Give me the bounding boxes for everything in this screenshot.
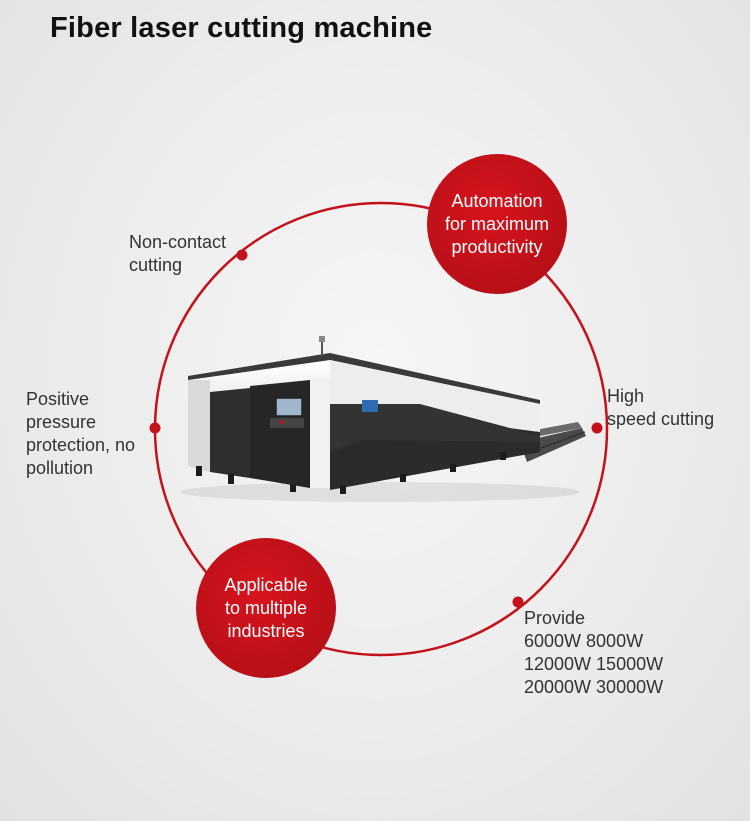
- positive-pressure-line2: pressure: [26, 412, 97, 432]
- power-line4: 20000W 30000W: [524, 677, 664, 697]
- non-contact-label: Non-contact cutting: [129, 231, 226, 277]
- applicable-bubble-text: Applicable to multiple industries: [196, 574, 336, 643]
- high-speed-label: High speed cutting: [607, 385, 714, 431]
- automation-line1: Automation: [451, 191, 543, 211]
- positive-pressure-line3: protection, no: [26, 435, 136, 455]
- power-line2: 6000W 8000W: [524, 631, 644, 651]
- power-line3: 12000W 15000W: [524, 654, 664, 674]
- dot-power: [512, 596, 524, 608]
- applicable-line3: industries: [227, 621, 305, 641]
- high-speed-line1: High: [607, 386, 645, 406]
- dot-non-contact: [236, 249, 248, 261]
- positive-pressure-line4: pollution: [26, 458, 94, 478]
- automation-line2: for maximum: [444, 214, 549, 234]
- automation-bubble-text: Automation for maximum productivity: [427, 190, 567, 259]
- bubble-automation: [427, 154, 567, 294]
- dot-high-speed: [591, 422, 603, 434]
- applicable-line2: to multiple: [224, 598, 308, 618]
- applicable-line1: Applicable: [224, 575, 308, 595]
- power-line1: Provide: [524, 608, 586, 628]
- high-speed-line2: speed cutting: [607, 409, 715, 429]
- power-options-label: Provide 6000W 8000W 12000W 15000W 20000W…: [524, 607, 663, 699]
- positive-pressure-line1: Positive: [26, 389, 90, 409]
- dot-positive-pressure: [149, 422, 161, 434]
- automation-line3: productivity: [451, 237, 543, 257]
- page-title: Fiber laser cutting machine: [50, 12, 433, 44]
- non-contact-line1: Non-contact: [129, 232, 227, 252]
- non-contact-line2: cutting: [129, 255, 183, 275]
- positive-pressure-label: Positive pressure protection, no polluti…: [26, 388, 135, 480]
- bubble-applicable: [196, 538, 336, 678]
- laser-cutting-machine-illustration: [180, 336, 586, 502]
